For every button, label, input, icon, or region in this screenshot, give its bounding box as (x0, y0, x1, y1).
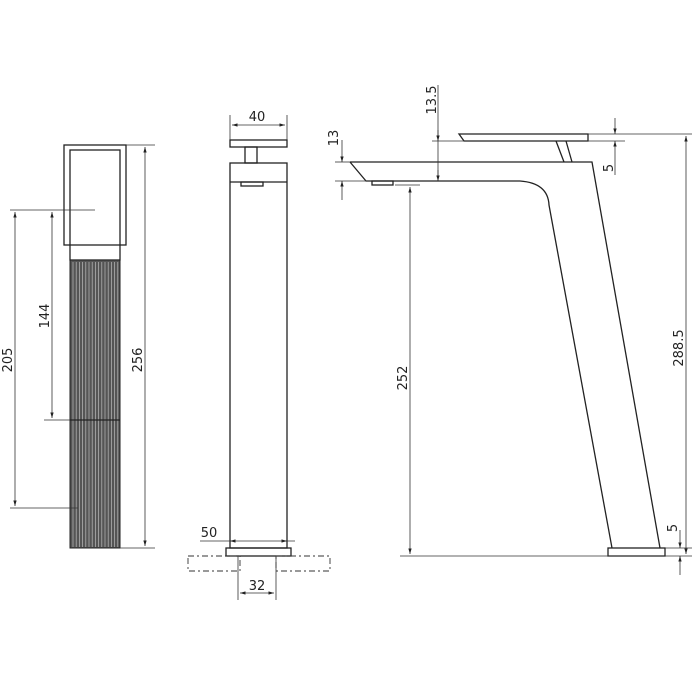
lever-cap-outline (63, 144, 127, 246)
label-40: 40 (249, 110, 266, 125)
aerator (371, 180, 394, 186)
label-144: 144 (38, 304, 53, 329)
handle-stem (244, 146, 258, 164)
label-50: 50 (201, 526, 218, 541)
label-5-top: 5 (602, 164, 617, 172)
lever-stem (555, 140, 573, 163)
label-13-5: 13.5 (425, 86, 440, 115)
body (229, 162, 288, 549)
profile-view: 13 13.5 5 288.5 252 5 (327, 85, 692, 575)
label-13: 13 (327, 130, 342, 147)
handle-plate (229, 139, 288, 148)
lever-plate (457, 133, 589, 142)
side-view: 205 144 256 (1, 144, 155, 549)
countertop-right (275, 555, 331, 572)
label-256: 256 (131, 348, 146, 373)
label-32: 32 (249, 579, 266, 594)
base-plate (607, 547, 666, 557)
label-5-base: 5 (666, 524, 681, 532)
label-205: 205 (1, 348, 16, 373)
base-plate (225, 547, 292, 557)
lever-cap-inner (69, 149, 121, 261)
label-252: 252 (396, 366, 411, 391)
label-288-5: 288.5 (672, 329, 687, 366)
fluted-body (69, 259, 121, 549)
countertop-left (187, 555, 241, 572)
front-view: 40 50 32 (187, 110, 331, 600)
spout-body (349, 161, 661, 549)
